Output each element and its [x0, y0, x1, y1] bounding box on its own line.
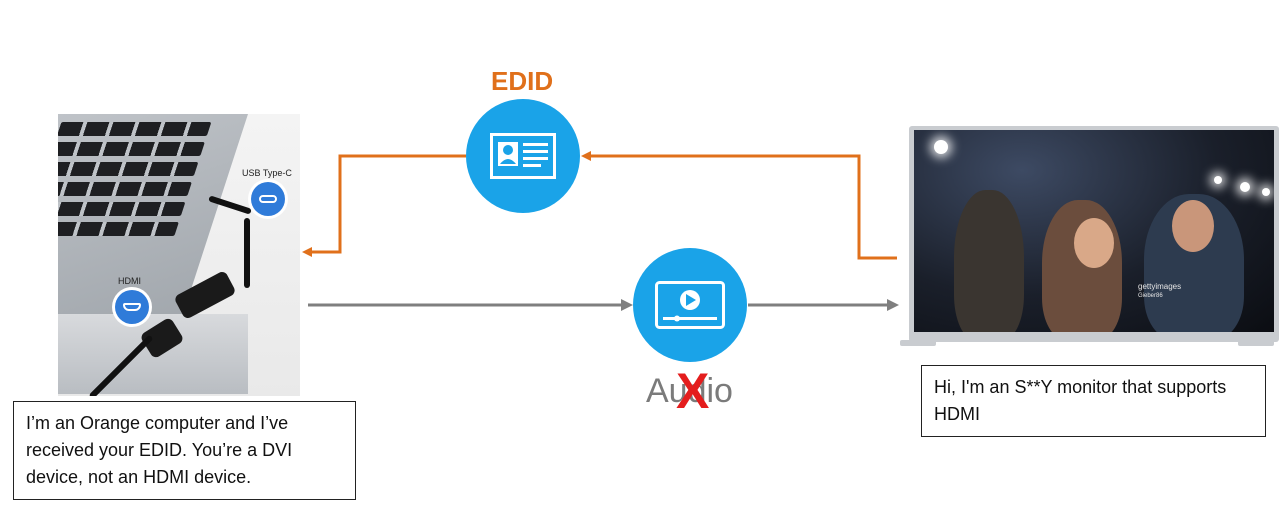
audio-label-group: Audio X: [646, 366, 756, 418]
audience-figure: [1172, 200, 1214, 252]
audience-figure: [1074, 218, 1114, 268]
monitor-message-box: Hi, I'm an S**Y monitor that supports HD…: [921, 365, 1266, 437]
monitor-stand: [900, 340, 936, 346]
hdmi-badge: [115, 290, 149, 324]
id-card-icon: [490, 133, 556, 179]
monitor-watermark-brand: gettyimages: [1138, 282, 1182, 291]
monitor-screen: gettyimages Gieber86: [914, 130, 1274, 332]
usb-type-c-label: USB Type-C: [242, 168, 292, 178]
edid-arrow-circle-to-laptop: [302, 154, 466, 257]
monitor: gettyimages Gieber86: [909, 126, 1279, 342]
audience-figure: [1042, 200, 1122, 332]
audience-figure: [954, 190, 1024, 332]
usb-c-badge: [251, 182, 285, 216]
edid-label: EDID: [491, 66, 554, 96]
edid-arrow-monitor-to-circle: [581, 151, 897, 260]
monitor-stand: [1238, 340, 1274, 346]
video-player-icon: [655, 281, 725, 329]
video-circle: [633, 248, 747, 362]
monitor-watermark-sub: Gieber86: [1138, 293, 1163, 299]
usb-c-port-icon: [259, 195, 277, 203]
computer-message-box: I’m an Orange computer and I’ve received…: [13, 401, 356, 500]
edid-circle: [466, 99, 580, 213]
usb-cable-curve: [244, 218, 250, 288]
laptop-illustration: USB Type-C HDMI: [58, 114, 300, 396]
hdmi-port-icon: [123, 303, 141, 311]
hdmi-port-label: HDMI: [118, 276, 141, 286]
audio-x-mark: X: [676, 363, 710, 419]
audio-label: Audio: [646, 372, 733, 410]
